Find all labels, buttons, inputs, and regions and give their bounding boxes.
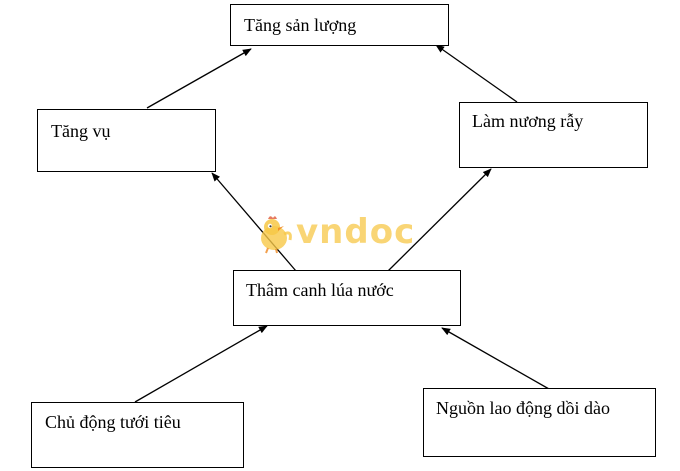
arrow-center-to-right [387, 168, 492, 272]
arrow-left-to-top [146, 48, 252, 109]
arrow-bottom-left-to-center [134, 325, 268, 403]
node-label: Chủ động tưới tiêu [45, 412, 181, 432]
vndoc-watermark: vndoc [256, 210, 426, 258]
node-bottom-right: Nguồn lao động dồi dào [423, 388, 656, 457]
node-center: Thâm canh lúa nước [233, 270, 461, 326]
node-left: Tăng vụ [37, 109, 216, 172]
node-bottom-left: Chủ động tưới tiêu [31, 402, 244, 468]
node-label: Tăng sản lượng [244, 15, 357, 35]
node-label: Làm nương rẫy [472, 111, 584, 131]
node-top: Tăng sản lượng [230, 4, 449, 46]
node-label: Nguồn lao động dồi dào [436, 398, 610, 418]
watermark-text: vndoc [296, 212, 416, 252]
node-right: Làm nương rẫy [459, 102, 648, 168]
node-label: Thâm canh lúa nước [246, 280, 394, 300]
chick-mascot-icon [261, 216, 292, 254]
arrow-bottom-right-to-center [441, 327, 550, 390]
arrow-center-to-left [211, 172, 297, 272]
arrow-right-to-top [435, 44, 518, 103]
node-label: Tăng vụ [51, 121, 111, 141]
